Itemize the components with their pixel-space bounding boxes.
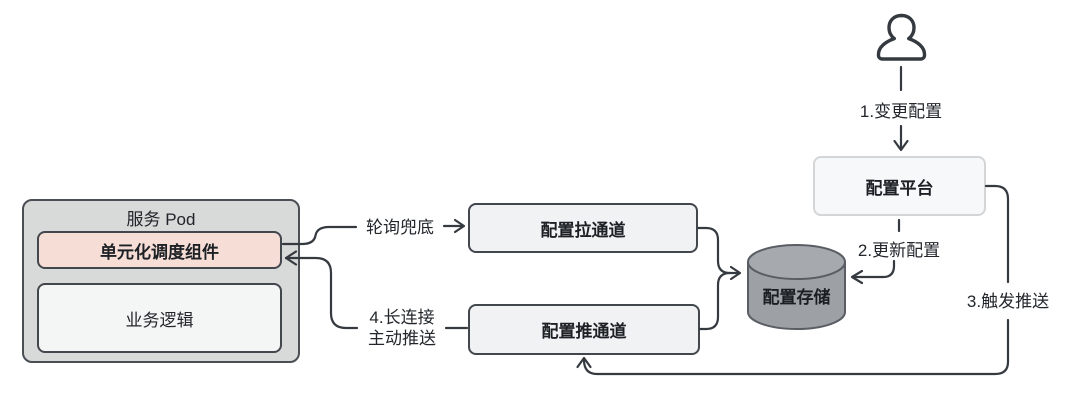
user-icon bbox=[876, 13, 927, 61]
step3-line-upper bbox=[984, 184, 1010, 284]
config-push-channel-box: 配置推通道 bbox=[468, 304, 700, 355]
arrowhead-right-storage bbox=[729, 265, 742, 281]
cylinder-top bbox=[747, 244, 846, 280]
business-logic-box: 业务逻辑 bbox=[37, 283, 282, 353]
step3-label: 3.触发推送 bbox=[966, 292, 1050, 311]
step1-label: 1.变更配置 bbox=[859, 102, 943, 121]
step2-label: 2.更新配置 bbox=[857, 241, 941, 260]
step4-label-line2: 主动推送 bbox=[368, 329, 436, 348]
unit-scheduling-component-label: 单元化调度组件 bbox=[100, 242, 219, 262]
step2-to-storage-line bbox=[851, 259, 896, 279]
config-pull-channel-box: 配置拉通道 bbox=[468, 203, 698, 253]
config-pull-channel-label: 配置拉通道 bbox=[540, 220, 626, 240]
pull-to-storage-line bbox=[696, 226, 741, 275]
arrowhead-right-pull-channel bbox=[453, 218, 466, 234]
config-push-channel-label: 配置推通道 bbox=[541, 322, 627, 341]
arrowhead-left-storage bbox=[850, 269, 864, 285]
config-platform-label: 配置平台 bbox=[865, 178, 934, 198]
business-logic-label: 业务逻辑 bbox=[125, 310, 194, 330]
arrowhead-down-platform bbox=[893, 139, 909, 152]
unit-scheduling-component-box: 单元化调度组件 bbox=[37, 231, 282, 269]
service-pod-title: 服务 Pod bbox=[126, 210, 196, 229]
push-to-storage-line bbox=[698, 271, 732, 331]
config-platform-box: 配置平台 bbox=[813, 156, 986, 216]
config-storage-label: 配置存储 bbox=[762, 288, 831, 307]
step4-label: 4.长连接 主动推送 bbox=[352, 307, 452, 349]
step4-label-line1: 4.长连接 bbox=[369, 308, 435, 327]
arrowhead-up-push-channel bbox=[576, 356, 592, 369]
polling-fallback-label: 轮询兜底 bbox=[366, 218, 434, 237]
